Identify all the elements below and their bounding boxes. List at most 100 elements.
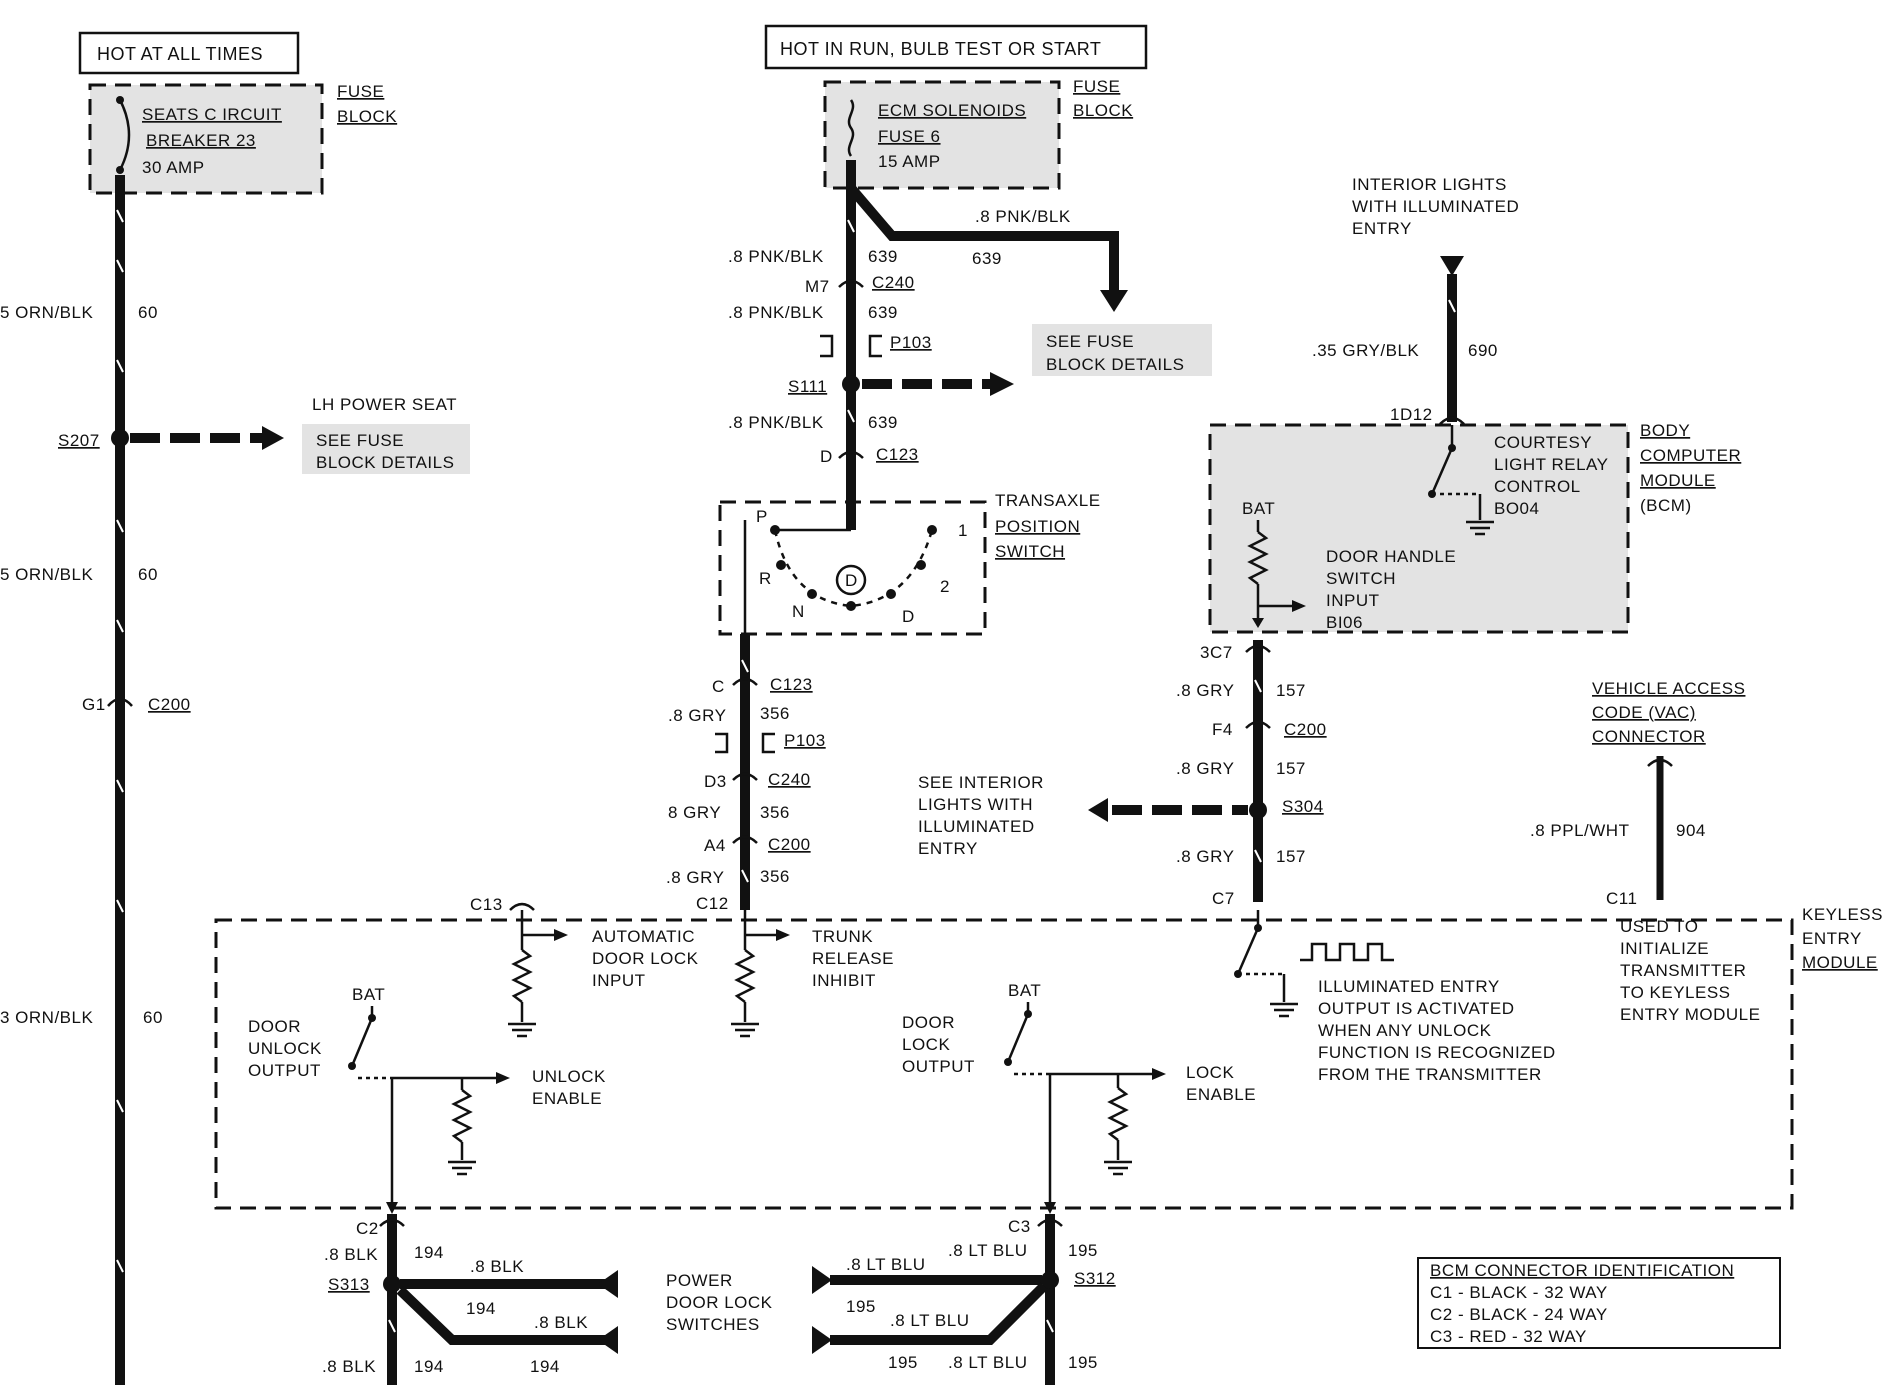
pulse-train-symbol	[1300, 942, 1394, 962]
vac-line1: VEHICLE ACCESS	[1592, 679, 1745, 698]
mid-fuse-line1: ECM SOLENOIDS	[878, 101, 1026, 120]
trans-1: 1	[958, 521, 968, 540]
mid-see-fuse1: SEE FUSE	[1046, 332, 1134, 351]
transaxle-label3: SWITCH	[995, 542, 1065, 561]
auto-lock-line1: AUTOMATIC	[592, 927, 695, 946]
gry-c-label: C	[712, 677, 725, 696]
vac-wire-label: .8 PPL/WHT	[1530, 821, 1629, 840]
n195b-label: 195	[846, 1297, 876, 1316]
n194b-label: 194	[466, 1299, 496, 1318]
gry157-num1: 157	[1276, 681, 1306, 700]
gry-c123-label: C123	[770, 675, 813, 694]
used-line5: ENTRY MODULE	[1620, 1005, 1760, 1024]
relay-line2: LIGHT RELAY	[1494, 455, 1608, 474]
trunk-line1: TRUNK	[812, 927, 873, 946]
trunk-line3: INHIBIT	[812, 971, 876, 990]
illum-line5: FROM THE TRANSMITTER	[1318, 1065, 1542, 1084]
lock-out-line3: OUTPUT	[902, 1057, 975, 1076]
mid-wire-label2: .8 PNK/BLK	[728, 303, 824, 322]
lock-en-line2: ENABLE	[1186, 1085, 1256, 1104]
left-wire-label1: 5 ORN/BLK	[0, 303, 93, 322]
bcm-conn-c1: C1 - BLACK - 32 WAY	[1430, 1283, 1608, 1302]
bcm-box	[1208, 423, 1630, 634]
ltblu2-label: .8 LT BLU	[948, 1353, 1027, 1372]
splice-s304	[1249, 801, 1267, 819]
gry157-c200-label: C200	[1284, 720, 1327, 739]
keyless-label3: MODULE	[1802, 953, 1878, 972]
transaxle-label1: TRANSAXLE	[995, 491, 1101, 510]
ltblu-top-label: .8 LT BLU	[846, 1255, 925, 1274]
left-fuse-line1: SEATS C IRCUIT	[142, 105, 282, 124]
transaxle-arc	[773, 529, 934, 608]
circuit-breaker-symbol	[118, 99, 131, 171]
lock-en-line1: LOCK	[1186, 1063, 1234, 1082]
auto-lock-line2: DOOR LOCK	[592, 949, 699, 968]
s304-label: S304	[1282, 797, 1324, 816]
left-fuse-block	[88, 83, 324, 195]
illum-line2: OUTPUT IS ACTIVATED	[1318, 999, 1515, 1018]
g1-label: G1	[82, 695, 106, 714]
illum-line4: FUNCTION IS RECOGNIZED	[1318, 1043, 1556, 1062]
n194a-label: 194	[414, 1243, 444, 1262]
trans-n: N	[792, 602, 805, 621]
trans-r: R	[759, 569, 772, 588]
bcm-shade	[1210, 425, 1628, 632]
gry-label1: .8 GRY	[668, 706, 726, 725]
trans-2: 2	[940, 577, 950, 596]
c12-label: C12	[696, 894, 729, 913]
mid-c240-label: C240	[872, 273, 915, 292]
c3-label: C3	[1008, 1217, 1031, 1236]
keyless-entry-module-box	[214, 918, 1794, 1210]
wire-ticks	[116, 209, 1456, 1333]
left-fuse-line2: BREAKER 23	[146, 131, 256, 150]
mid-fuse-shade	[825, 82, 1059, 188]
hot-at-all-times-box	[78, 31, 300, 75]
1d12-label: 1D12	[1390, 405, 1433, 424]
left-c200-label: C200	[148, 695, 191, 714]
door-handle-line2: SWITCH	[1326, 569, 1396, 588]
relay-line3: CONTROL	[1494, 477, 1581, 496]
s111-label: S111	[788, 377, 827, 396]
fuse-symbol	[847, 99, 855, 157]
c13-label: C13	[470, 895, 503, 914]
left-wire-label3: 3 ORN/BLK	[0, 1008, 93, 1027]
bcm-conn-c2: C2 - BLACK - 24 WAY	[1430, 1305, 1608, 1324]
relay-line4: BO04	[1494, 499, 1539, 518]
c11-label: C11	[1606, 889, 1637, 908]
used-line1: USED TO	[1620, 917, 1698, 936]
mid-wire-label3: .8 PNK/BLK	[728, 413, 824, 432]
c2-label: C2	[356, 1219, 379, 1238]
gry-p103-label: P103	[784, 731, 826, 750]
mid-fuse-line2: FUSE 6	[878, 127, 941, 146]
bcm-label3: MODULE	[1640, 471, 1716, 490]
m7-label: M7	[805, 277, 830, 296]
mid-fuse-label1: FUSE	[1073, 77, 1120, 96]
left-fuse-label1: FUSE	[337, 82, 384, 101]
trans-d: D	[902, 607, 915, 626]
blk1-label: .8 BLK	[324, 1245, 378, 1264]
n194d-label: 194	[530, 1357, 560, 1376]
blk2-label: .8 BLK	[322, 1357, 376, 1376]
gry-label2: 8 GRY	[668, 803, 721, 822]
vac-wire-num: 904	[1676, 821, 1706, 840]
unlock-en-line1: UNLOCK	[532, 1067, 606, 1086]
c200-connector-left	[107, 697, 133, 707]
3c7-label: 3C7	[1200, 643, 1233, 662]
mid-fuse-line3: 15 AMP	[878, 152, 941, 171]
pnk-right-num: 639	[972, 249, 1002, 268]
unlock-out-line3: OUTPUT	[248, 1061, 321, 1080]
switches-line3: SWITCHES	[666, 1315, 760, 1334]
mid-fuse-block	[823, 80, 1061, 190]
interior-line3: ENTRY	[1352, 219, 1412, 238]
see-interior3: ILLUMINATED	[918, 817, 1035, 836]
transaxle-label2: POSITION	[995, 517, 1080, 536]
interior-line1: INTERIOR LIGHTS	[1352, 175, 1507, 194]
auto-lock-line3: INPUT	[592, 971, 646, 990]
interior-line2: WITH ILLUMINATED	[1352, 197, 1519, 216]
splice-s111	[842, 375, 860, 393]
bcm-label2: COMPUTER	[1640, 446, 1741, 465]
gry157-num3: 157	[1276, 847, 1306, 866]
left-wire-num3: 60	[143, 1008, 163, 1027]
mid-wire-num1: 639	[868, 247, 898, 266]
gry-label3: .8 GRY	[666, 868, 724, 887]
